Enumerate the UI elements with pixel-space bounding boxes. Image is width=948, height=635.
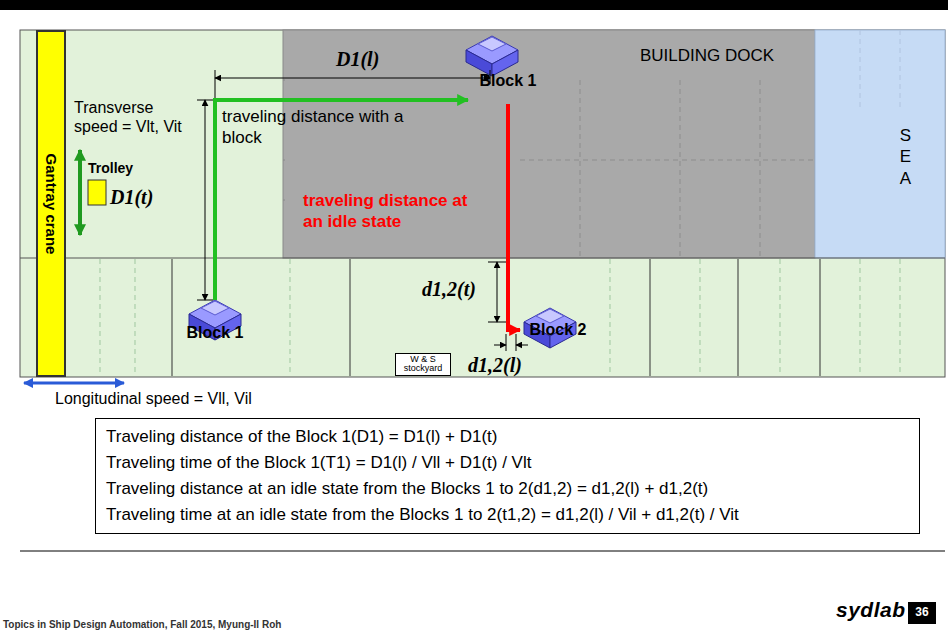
- node-text: Block 1: [179, 324, 252, 346]
- extension-line: [516, 334, 517, 351]
- extension-line: [506, 334, 507, 351]
- yard-grid-line: [135, 259, 136, 376]
- trolley-travel-arrow: [78, 150, 82, 235]
- node-text: Traveling time of the Block 1(T1) = D1(l…: [106, 450, 909, 476]
- dimension-label: d1,2(t): [422, 278, 476, 301]
- logo-text: sydlab: [836, 598, 906, 622]
- yard-bay-line: [350, 259, 351, 376]
- dimension-line: [497, 262, 498, 322]
- longitudinal-arrow: [24, 382, 124, 385]
- speed-note: Longitudinal speed = Vll, Vil: [55, 390, 252, 408]
- footer-rule: [20, 551, 945, 552]
- node-text: S E A: [897, 125, 914, 189]
- sea-grid-line: [900, 30, 901, 110]
- dimension-line: [494, 345, 506, 346]
- trolley: [88, 180, 106, 205]
- formula-box: Traveling distance of the Block 1(D1) = …: [95, 418, 920, 534]
- dimension-label: D1(t): [110, 186, 153, 209]
- grid-line: [283, 80, 285, 81]
- yard-grid-line: [780, 259, 781, 376]
- dock-grid-line: [760, 80, 761, 256]
- block: Block 1: [178, 300, 252, 346]
- dimension-line: [516, 345, 528, 346]
- block-face: [478, 37, 506, 51]
- dock-grid-line: [580, 80, 581, 256]
- extension-line: [215, 70, 216, 98]
- node-text: Traveling distance at an idle state from…: [106, 476, 909, 502]
- block-icon: [466, 36, 518, 76]
- yard-bay-line: [172, 259, 173, 376]
- dimension-line: [205, 100, 206, 300]
- yard-grid-line: [860, 259, 861, 376]
- yard-grid-line: [700, 259, 701, 376]
- travel-path: [508, 104, 520, 330]
- node-text: Block 2: [522, 321, 595, 339]
- dock-grid-line: [520, 160, 813, 161]
- header-bar: [0, 0, 948, 10]
- node-text: BUILDING DOCK: [640, 46, 774, 66]
- yard-bay-line: [650, 259, 651, 376]
- gantry-crane: Gantray crane: [36, 30, 66, 377]
- yard-ground: [20, 30, 945, 377]
- block: Block 1: [468, 36, 548, 104]
- trolley-label: Trolley: [88, 160, 133, 176]
- page-number: 36: [908, 605, 936, 619]
- sea-grid-line: [860, 30, 861, 110]
- edge-label: traveling distance at an idle state: [303, 190, 475, 232]
- sea-ground: [815, 30, 945, 258]
- dimension-label: D1(l): [336, 48, 379, 71]
- footer-text: Topics in Ship Design Automation, Fall 2…: [3, 619, 281, 630]
- node-text: Block 1: [472, 72, 545, 104]
- yard-divider: [20, 258, 945, 259]
- block: Block 2: [520, 306, 596, 354]
- edge-label: traveling distance with a block: [222, 106, 408, 148]
- yard-bay-line: [820, 259, 821, 376]
- dimension-label: d1,2(l): [468, 354, 522, 377]
- yard-grid-line: [290, 259, 291, 376]
- node-text: Traveling time at an idle state from the…: [106, 502, 909, 528]
- stockyard-box: W & S stockyard: [395, 353, 451, 376]
- sea-area: S E A: [815, 30, 945, 258]
- yard-grid-line: [100, 259, 101, 376]
- node-text: Gantray crane: [43, 153, 60, 254]
- yard-grid-line: [610, 259, 611, 376]
- node-text: Traveling distance of the Block 1(D1) = …: [106, 424, 909, 450]
- block-face: [536, 309, 564, 323]
- grid-line: [283, 160, 285, 161]
- block-face: [201, 301, 229, 315]
- dock-grid-line: [680, 80, 681, 256]
- speed-note: Transverse speed = Vlt, Vit: [74, 98, 200, 136]
- grid-line: [283, 200, 285, 201]
- yard-bay-line: [738, 259, 739, 376]
- page-number-ground: [908, 602, 936, 624]
- dock-ground: [283, 30, 815, 258]
- node-text: W & S stockyard: [398, 355, 448, 374]
- yard-grid-line: [900, 259, 901, 376]
- dimension-line: [215, 78, 490, 79]
